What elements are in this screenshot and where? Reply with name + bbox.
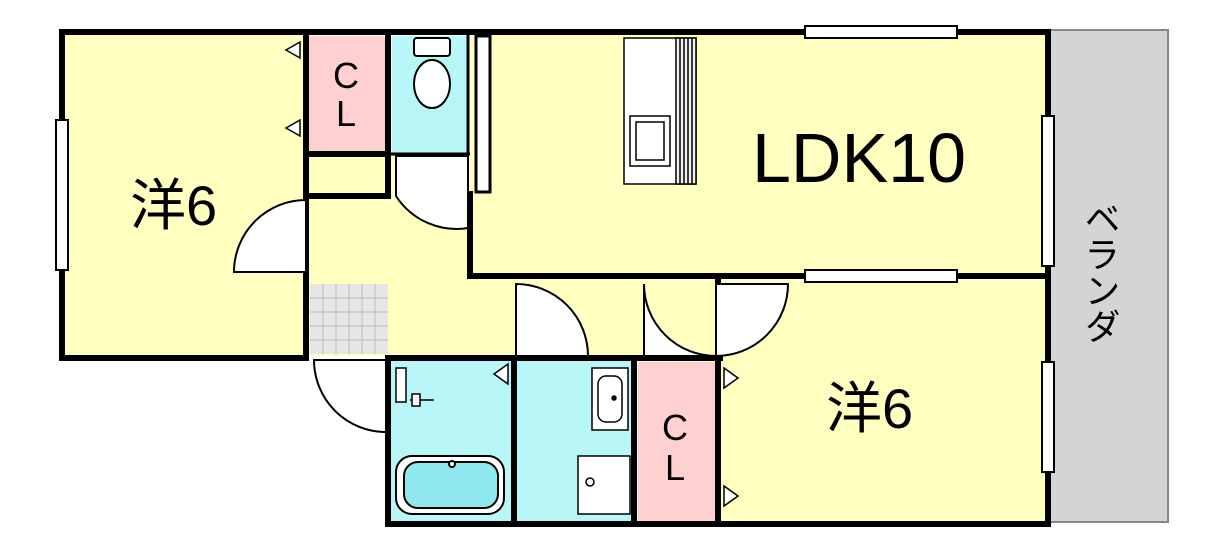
closet-bottom-letter-c: C — [662, 407, 688, 448]
closet-markers — [284, 40, 740, 508]
bathtub — [395, 455, 505, 515]
balcony-label: ベランダ — [1080, 200, 1121, 344]
ldk-room — [470, 34, 1048, 276]
windows — [55, 25, 1055, 473]
shower-fixture — [395, 367, 434, 407]
closet-top-letter-c: C — [333, 55, 359, 96]
ldk-label: LDK10 — [752, 119, 966, 197]
western-room-right-label: 洋6 — [826, 377, 913, 440]
western-room-left — [62, 30, 306, 360]
closet-bottom-letter-l: L — [665, 447, 685, 488]
door-swings — [232, 155, 790, 434]
kitchen-counter — [623, 37, 697, 185]
balcony-area — [1047, 29, 1169, 523]
closet-top-letter-l: L — [336, 93, 356, 134]
closet-top — [306, 36, 388, 154]
washing-machine-space — [577, 455, 631, 515]
closet-bottom — [638, 362, 718, 522]
washbasin — [591, 367, 629, 431]
genkan-tiles — [310, 284, 388, 354]
western-room-left-label: 洋6 — [130, 174, 217, 237]
toilet-fixture — [413, 37, 451, 109]
thin-walls — [304, 32, 492, 270]
